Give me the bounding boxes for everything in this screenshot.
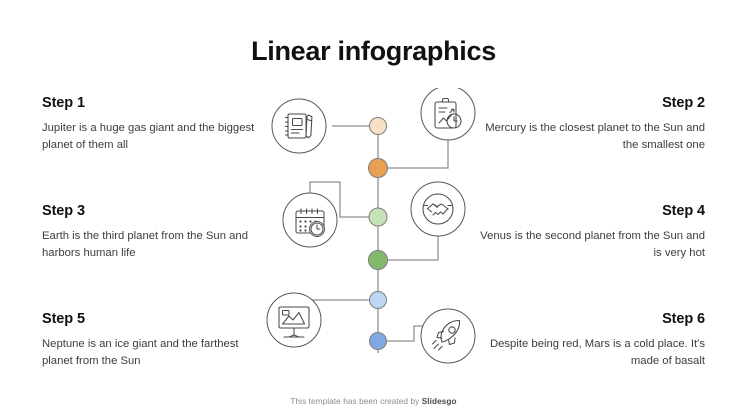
- page-title: Linear infographics: [251, 36, 496, 66]
- step-4-title: Step 4: [662, 203, 705, 219]
- step-block-1: Step 1 Jupiter is a huge gas giant and t…: [42, 95, 270, 153]
- step-6-description: Despite being red, Mars is a cold place.…: [489, 338, 705, 367]
- step-4-description: Venus is the second planet from the Sun …: [480, 230, 705, 259]
- connector-step-2: [386, 140, 449, 169]
- step-1-title: Step 1: [42, 95, 85, 111]
- step-block-4: Step 4 Venus is the second planet from t…: [477, 203, 705, 261]
- connector-step-3: [309, 181, 370, 218]
- step-block-5: Step 5 Neptune is an ice giant and the f…: [42, 311, 270, 369]
- node-dot-4[interactable]: [368, 250, 388, 270]
- connector-step-4: [386, 236, 439, 261]
- linear-flow-diagram: [262, 88, 494, 373]
- footer-brand: Slidesgo: [421, 397, 457, 406]
- calendar-clock-icon: [282, 192, 338, 248]
- node-dot-1[interactable]: [369, 117, 387, 135]
- step-block-2: Step 2 Mercury is the closest planet to …: [477, 95, 705, 153]
- step-3-description: Earth is the third planet from the Sun a…: [42, 230, 248, 259]
- node-dot-6[interactable]: [369, 332, 387, 350]
- node-dot-5[interactable]: [369, 291, 387, 309]
- notebook-pen-icon: [271, 98, 327, 154]
- step-2-title: Step 2: [662, 95, 705, 111]
- step-1-description: Jupiter is a huge gas giant and the bigg…: [42, 122, 255, 151]
- step-5-description: Neptune is an ice giant and the farthest…: [42, 338, 239, 367]
- step-2-description: Mercury is the closest planet to the Sun…: [485, 122, 705, 151]
- footer-credit: This template has been created by Slides…: [0, 397, 747, 406]
- step-5-title: Step 5: [42, 311, 85, 327]
- clipboard-chart-clock-icon: [420, 88, 476, 141]
- footer-prefix: This template has been created by: [290, 397, 422, 406]
- step-block-3: Step 3 Earth is the third planet from th…: [42, 203, 270, 261]
- step-block-6: Step 6 Despite being red, Mars is a cold…: [477, 311, 705, 369]
- step-3-title: Step 3: [42, 203, 85, 219]
- node-dot-3[interactable]: [368, 207, 388, 227]
- step-6-title: Step 6: [662, 311, 705, 327]
- presentation-board-icon: [266, 292, 322, 348]
- handshake-icon: [410, 181, 466, 237]
- node-dot-2[interactable]: [368, 158, 388, 178]
- rocket-icon: [420, 308, 476, 364]
